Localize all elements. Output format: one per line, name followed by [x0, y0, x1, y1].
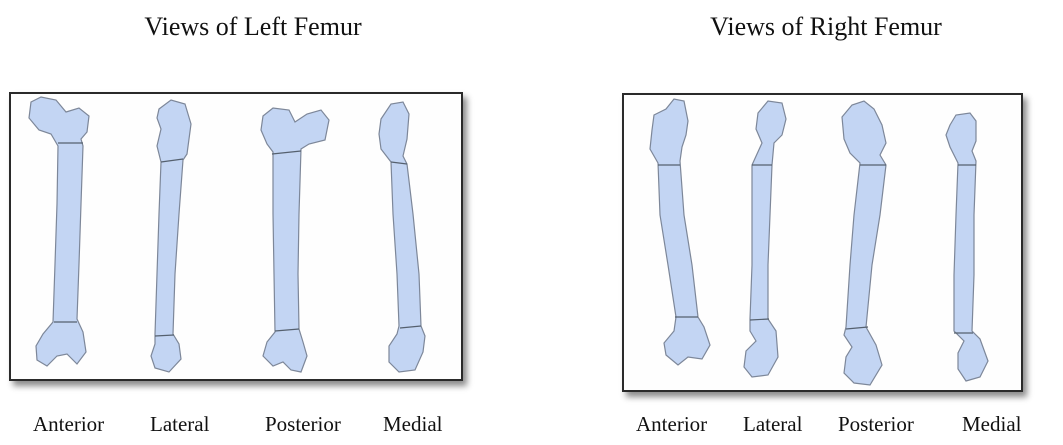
left-femur-title: Views of Left Femur — [53, 12, 453, 42]
left-lateral-femur — [151, 100, 191, 372]
left-label-anterior: Anterior — [33, 412, 104, 437]
right-label-medial: Medial — [962, 412, 1021, 437]
right-lateral-femur — [744, 101, 786, 377]
left-label-medial: Medial — [383, 412, 442, 437]
right-medial-femur — [946, 113, 988, 381]
left-medial-femur — [379, 102, 425, 372]
right-label-anterior: Anterior — [636, 412, 707, 437]
left-femur-panel — [9, 92, 463, 381]
right-anterior-femur — [650, 99, 710, 365]
left-posterior-femur — [261, 108, 329, 372]
left-femur-views — [11, 94, 461, 379]
right-femur-panel — [622, 93, 1023, 392]
right-femur-title: Views of Right Femur — [626, 12, 1026, 42]
right-label-posterior: Posterior — [838, 412, 914, 437]
left-label-posterior: Posterior — [265, 412, 341, 437]
left-label-lateral: Lateral — [150, 412, 209, 437]
right-femur-views — [624, 95, 1021, 390]
left-anterior-femur — [29, 97, 89, 366]
right-label-lateral: Lateral — [743, 412, 802, 437]
right-posterior-femur — [842, 101, 886, 385]
